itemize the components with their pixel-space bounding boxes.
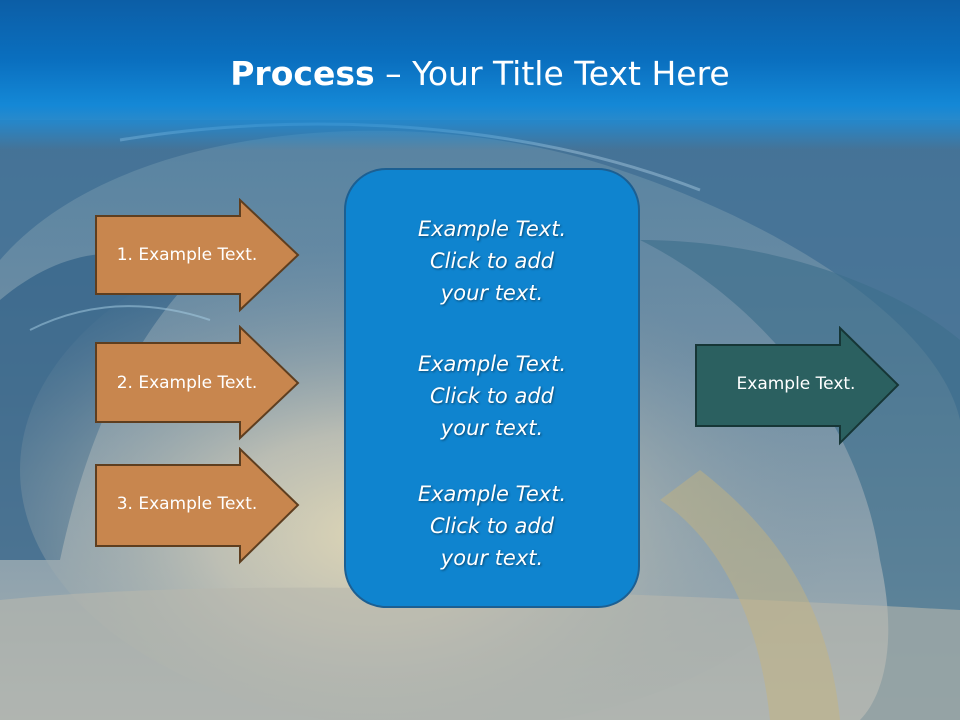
input-arrow-2[interactable] [94,325,300,441]
input-arrow-3[interactable] [94,447,300,565]
title-bar [0,0,960,150]
process-text-2-line-2: Click to add [429,384,554,408]
input-arrow-1-label: 1. Example Text. [116,245,258,265]
input-arrow-1[interactable] [94,198,300,313]
process-text-3-line-1: Example Text. [417,482,567,506]
process-text-3-line-3: your text. [440,546,544,570]
slide-title[interactable]: Process – Your Title Text Here [0,52,960,96]
output-arrow[interactable] [694,326,900,446]
process-text-2[interactable]: Example Text. Click to add your text. [344,348,640,444]
input-arrow-2-label: 2. Example Text. [116,373,258,393]
process-text-3[interactable]: Example Text. Click to add your text. [344,478,640,574]
process-text-1-line-1: Example Text. [417,217,567,241]
title-rest: – Your Title Text Here [374,54,730,93]
process-text-2-line-1: Example Text. [417,352,567,376]
process-text-1-line-3: your text. [440,281,544,305]
input-arrow-3-label: 3. Example Text. [116,494,258,514]
process-text-1[interactable]: Example Text. Click to add your text. [344,213,640,309]
process-text-3-line-2: Click to add [429,514,554,538]
process-text-1-line-2: Click to add [429,249,554,273]
process-box[interactable] [344,168,640,608]
process-text-2-line-3: your text. [440,416,544,440]
title-bold: Process [230,54,375,93]
output-arrow-label: Example Text. [736,374,856,394]
